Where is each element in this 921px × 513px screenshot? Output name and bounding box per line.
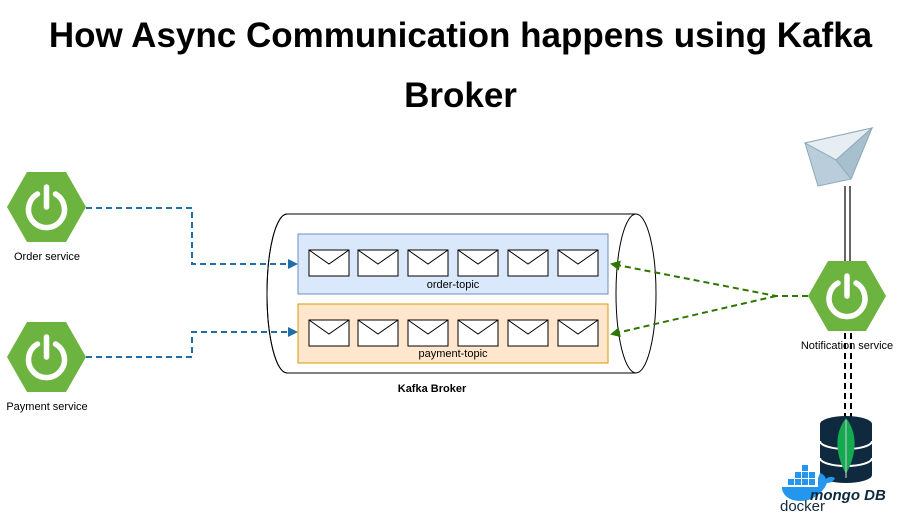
docker-whale-icon [782, 465, 835, 501]
envelope-icon [507, 249, 549, 277]
notification-service-node: Notification service [801, 261, 893, 352]
email-link [844, 186, 851, 262]
order-producer-arrow [86, 207, 298, 269]
envelope-icon [357, 319, 399, 347]
payment-consumer-arrow [610, 295, 777, 338]
diagram-title-line-2: Broker [404, 76, 517, 115]
envelope-icon [357, 249, 399, 277]
envelope-icon [308, 319, 350, 347]
docker-wordmark: docker [780, 498, 825, 513]
envelope-icon [507, 319, 549, 347]
envelope-icon [557, 319, 599, 347]
payment-topic-box: payment-topic [297, 303, 609, 364]
payment-service-node: Payment service [6, 322, 88, 413]
mongodb-wordmark: mongo DB [810, 487, 886, 504]
envelope-icon [407, 319, 449, 347]
database-link [844, 333, 852, 418]
envelope-icon [457, 319, 499, 347]
spring-power-icon [25, 334, 68, 381]
payment-service-label: Payment service [6, 401, 87, 413]
order-service-label: Order service [14, 251, 80, 263]
envelope-icon [407, 249, 449, 277]
order-service-node: Order service [7, 172, 86, 263]
envelope-icon [308, 249, 350, 277]
diagram-title-line-1: How Async Communication happens using Ka… [48, 16, 873, 55]
notification-service-label: Notification service [801, 340, 893, 352]
email-icon [803, 127, 874, 187]
envelope-icon [457, 249, 499, 277]
order-topic-box: order-topic [297, 233, 609, 295]
mongodb-database-icon [819, 416, 873, 483]
spring-power-icon [826, 273, 868, 320]
envelope-icon [557, 249, 599, 277]
spring-power-icon [25, 184, 68, 231]
order-topic-label: order-topic [427, 279, 480, 291]
kafka-broker-label: Kafka Broker [398, 383, 467, 395]
payment-topic-label: payment-topic [418, 348, 488, 360]
payment-producer-arrow [86, 327, 298, 358]
